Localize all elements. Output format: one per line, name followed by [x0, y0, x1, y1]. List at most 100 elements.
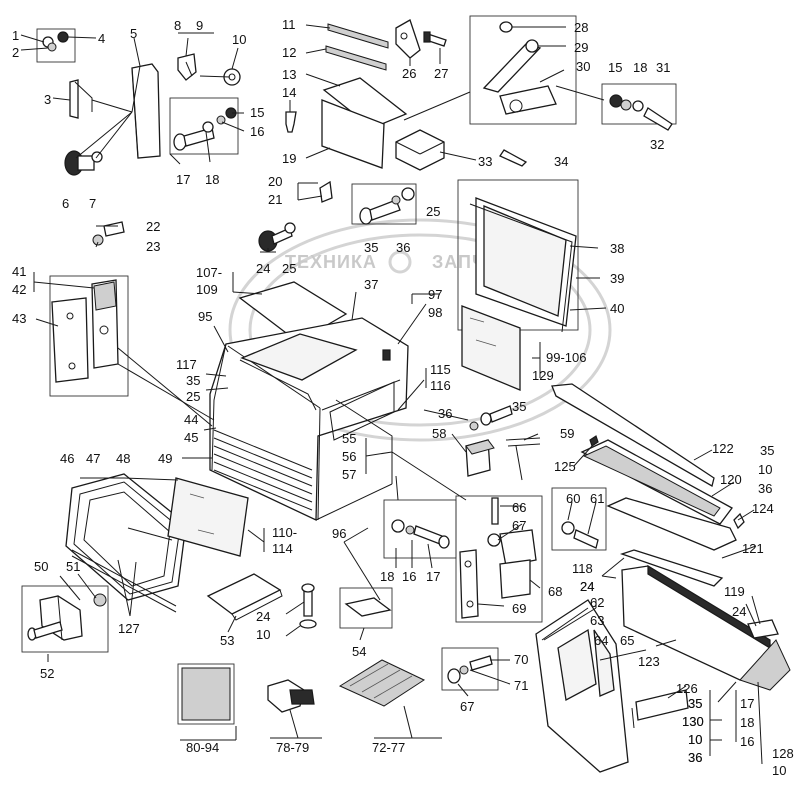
callout-24b: 24 [580, 579, 594, 594]
callout-114: 114 [272, 541, 293, 556]
callout-23: 23 [146, 239, 160, 254]
callout-68: 68 [548, 584, 562, 599]
callout-45: 45 [184, 430, 198, 445]
callout-18b: 18 [633, 60, 647, 75]
callout-24e: 24 [580, 579, 594, 594]
callout-14: 14 [282, 85, 296, 100]
callout-10d: 10 [256, 627, 270, 642]
callout-99-106: 99-106 [546, 350, 586, 365]
callout-24d: 24 [256, 609, 270, 624]
callout-95: 95 [198, 309, 212, 324]
callout-71: 71 [514, 678, 528, 693]
callout-20: 20 [268, 174, 282, 189]
cab-body [209, 317, 409, 522]
callout-28: 28 [574, 20, 588, 35]
callout-116: 116 [430, 378, 451, 393]
callout-32: 32 [650, 137, 664, 152]
callout-49: 49 [158, 451, 172, 466]
callout-58: 58 [432, 426, 446, 441]
grille [213, 429, 313, 511]
callout-25c: 25 [186, 389, 200, 404]
callout-35a: 35 [364, 240, 378, 255]
callout-35e: 35 [760, 443, 774, 458]
callout-18c: 18 [380, 569, 394, 584]
callout-107: 107- [196, 265, 222, 280]
callout-18d: 18 [740, 715, 754, 730]
callout-2: 2 [12, 45, 19, 60]
callout-70: 70 [514, 652, 528, 667]
callout-39: 39 [610, 271, 624, 286]
callout-78-79: 78-79 [276, 740, 309, 755]
callout-25b: 25 [282, 261, 296, 276]
callout-53: 53 [220, 633, 234, 648]
callout-125: 125 [554, 459, 576, 474]
callout-10c: 10 [688, 732, 702, 747]
callout-22: 22 [146, 219, 160, 234]
callout-120: 120 [720, 472, 742, 487]
callout-3: 3 [44, 92, 51, 107]
callout-62: 62 [590, 595, 604, 610]
callout-13: 13 [282, 67, 296, 82]
callout-37: 37 [364, 277, 378, 292]
callout-127: 127 [118, 621, 140, 636]
callout-15a: 15 [250, 105, 264, 120]
callout-35c: 35 [688, 696, 702, 711]
callout-labels: 1 2 3 4 5 6 7 8 9 10 11 12 13 14 15 16 1… [12, 17, 794, 778]
callout-24c: 24 [732, 604, 746, 619]
callout-126: 126 [676, 681, 698, 696]
callout-5: 5 [130, 26, 137, 41]
callout-42: 42 [12, 282, 26, 297]
callout-21: 21 [268, 192, 282, 207]
callout-6: 6 [62, 196, 69, 211]
callout-44: 44 [184, 412, 198, 427]
callout-59: 59 [560, 426, 574, 441]
callout-36c: 36 [438, 406, 452, 421]
parts-drawings [21, 15, 791, 773]
callout-109: 109 [196, 282, 218, 297]
callout-36d: 36 [758, 481, 772, 496]
callout-130: 130 [682, 714, 704, 729]
callout-46: 46 [60, 451, 74, 466]
callout-129: 129 [532, 368, 554, 383]
callout-123: 123 [638, 654, 660, 669]
callout-31: 31 [656, 60, 670, 75]
callout-97: 97 [428, 287, 442, 302]
leader-lines [20, 24, 763, 765]
callout-35d: 35 [512, 399, 526, 414]
callout-65: 65 [620, 633, 634, 648]
callout-27: 27 [434, 66, 448, 81]
callout-47: 47 [86, 451, 100, 466]
callout-17a: 17 [176, 172, 190, 187]
callout-51: 51 [66, 559, 80, 574]
callout-54: 54 [352, 644, 366, 659]
callout-122: 122 [712, 441, 734, 456]
callout-119: 119 [724, 584, 745, 599]
callout-61: 61 [590, 491, 604, 506]
callout-17b: 17 [426, 569, 440, 584]
callout-115: 115 [430, 362, 451, 377]
callout-36a: 36 [396, 240, 410, 255]
callout-121: 121 [742, 541, 764, 556]
callout-80-94: 80-94 [186, 740, 219, 755]
callout-10b: 10 [772, 763, 786, 778]
callout-12: 12 [282, 45, 296, 60]
callout-128: 128 [772, 746, 794, 761]
callout-35b: 35 [186, 373, 200, 388]
callout-30: 30 [576, 59, 590, 74]
callout-33: 33 [478, 154, 492, 169]
callout-60: 60 [566, 491, 580, 506]
callout-34: 34 [554, 154, 568, 169]
callout-38: 38 [610, 241, 624, 256]
callout-69: 69 [512, 601, 526, 616]
callout-35f: 35 [688, 696, 702, 711]
callout-15b: 15 [608, 60, 622, 75]
callout-72-77: 72-77 [372, 740, 405, 755]
callout-16b: 16 [402, 569, 416, 584]
callout-9: 9 [196, 18, 203, 33]
callout-48: 48 [116, 451, 130, 466]
callout-10f: 10 [688, 732, 702, 747]
watermark-left-text: ТЕХНИКА [285, 252, 377, 272]
callout-98: 98 [428, 305, 442, 320]
callout-25a: 25 [426, 204, 440, 219]
callout-29: 29 [574, 40, 588, 55]
